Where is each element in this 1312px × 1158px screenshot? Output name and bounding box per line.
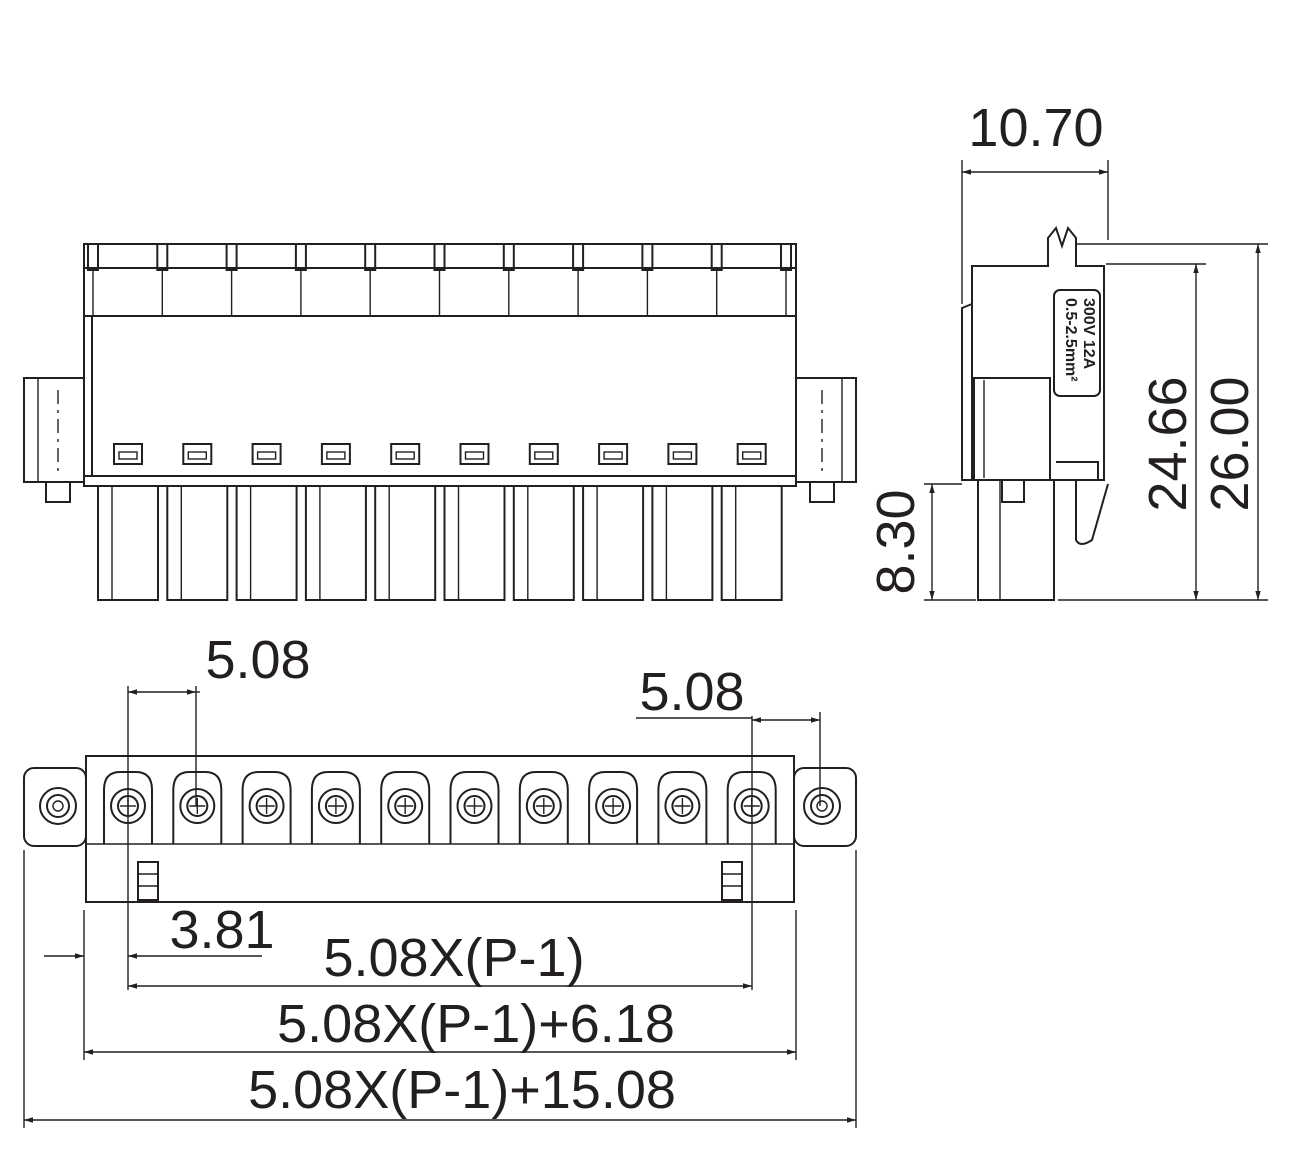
front-window-slot xyxy=(534,451,554,460)
screw-head xyxy=(317,788,354,824)
front-window xyxy=(528,443,559,465)
front-window xyxy=(667,443,698,465)
screw-pocket xyxy=(588,771,639,844)
front-window-slot xyxy=(672,451,693,460)
front-tooth xyxy=(502,243,515,271)
front-window-slot xyxy=(603,451,623,460)
front-window-slot xyxy=(256,451,277,460)
dim-edge-offset: 3.81 xyxy=(169,900,274,960)
front-window xyxy=(736,443,767,465)
screw-pocket xyxy=(518,771,569,844)
front-tooth xyxy=(641,243,654,271)
dim-side-width: 10.70 xyxy=(968,98,1103,158)
front-pin xyxy=(304,485,367,601)
screw-ring xyxy=(463,795,486,817)
front-tooth xyxy=(433,243,446,271)
front-window xyxy=(598,443,629,465)
left-latch xyxy=(137,861,159,901)
front-pin xyxy=(97,485,159,601)
front-window xyxy=(390,443,421,465)
screw-ring xyxy=(186,795,209,817)
front-window xyxy=(320,443,351,465)
screw-ring xyxy=(394,795,417,817)
dim-side-height-total: 26.00 xyxy=(1200,376,1260,511)
screw-head xyxy=(664,788,701,824)
right-flange xyxy=(795,377,857,483)
front-tooth xyxy=(225,243,238,271)
dim-pin-length: 8.30 xyxy=(866,489,926,594)
front-view xyxy=(23,243,857,601)
screw-head xyxy=(456,788,493,824)
front-window-slot xyxy=(118,451,138,460)
front-window-slot xyxy=(187,451,208,460)
dim-side-height-inner: 24.66 xyxy=(1138,376,1198,511)
front-pin xyxy=(443,485,506,601)
screw-pocket xyxy=(657,771,708,844)
front-tooth xyxy=(87,243,99,271)
dim-pitch-left: 5.08 xyxy=(205,630,310,690)
front-pin xyxy=(512,485,575,601)
dim-span-body: 5.08X(P-1)+6.18 xyxy=(277,994,675,1054)
front-tooth xyxy=(294,243,307,271)
front-windows xyxy=(113,443,767,465)
left-flange xyxy=(23,377,85,483)
front-pin xyxy=(582,485,645,601)
rating-label-box xyxy=(1053,289,1101,397)
front-window xyxy=(113,443,143,465)
screw-ring xyxy=(255,795,278,817)
screw-pocket xyxy=(449,771,500,844)
dim-pitch-right: 5.08 xyxy=(639,662,744,722)
screw-head xyxy=(248,788,285,824)
rating-label-line1: 300V 12A xyxy=(1080,298,1097,370)
side-view: 300V 12A 0.5-2.5mm² xyxy=(961,225,1109,601)
screw-ring xyxy=(671,795,694,817)
screw-ring xyxy=(532,795,555,817)
front-tooth xyxy=(572,243,585,271)
front-teeth xyxy=(87,243,792,271)
front-pin xyxy=(166,485,229,601)
screw-head xyxy=(595,788,632,824)
front-window-slot xyxy=(464,451,485,460)
front-pin xyxy=(651,485,714,601)
front-pin xyxy=(235,485,298,601)
front-pin xyxy=(720,485,783,601)
front-pin xyxy=(374,485,437,601)
front-window-slot xyxy=(326,451,346,460)
top-view xyxy=(23,755,857,903)
screw-pocket xyxy=(380,771,431,844)
screw-ring xyxy=(602,795,625,817)
front-dividers xyxy=(92,268,787,316)
front-tooth xyxy=(710,243,723,271)
screw-pocket xyxy=(310,771,361,844)
front-window-slot xyxy=(395,451,415,460)
rating-label-line2: 0.5-2.5mm² xyxy=(1062,298,1079,382)
front-window xyxy=(251,443,282,465)
front-tooth xyxy=(780,243,792,271)
screw-head xyxy=(525,788,562,824)
right-latch xyxy=(721,861,743,901)
front-tooth xyxy=(364,243,377,271)
screw-head xyxy=(179,788,216,824)
dimensions: 10.70 26.00 24.66 8.30 5.08 5.08 3.81 xyxy=(23,98,1268,1128)
screw-head xyxy=(387,788,424,824)
front-window-slot xyxy=(742,451,762,460)
front-window xyxy=(182,443,213,465)
screw-pocket xyxy=(172,771,223,844)
front-window xyxy=(459,443,490,465)
dim-span-total: 5.08X(P-1)+15.08 xyxy=(248,1060,676,1120)
front-tooth xyxy=(156,243,169,271)
screw-pocket xyxy=(241,771,292,844)
screw-ring xyxy=(324,795,347,817)
dim-span-pitch: 5.08X(P-1) xyxy=(323,928,584,988)
front-pins xyxy=(97,485,783,601)
